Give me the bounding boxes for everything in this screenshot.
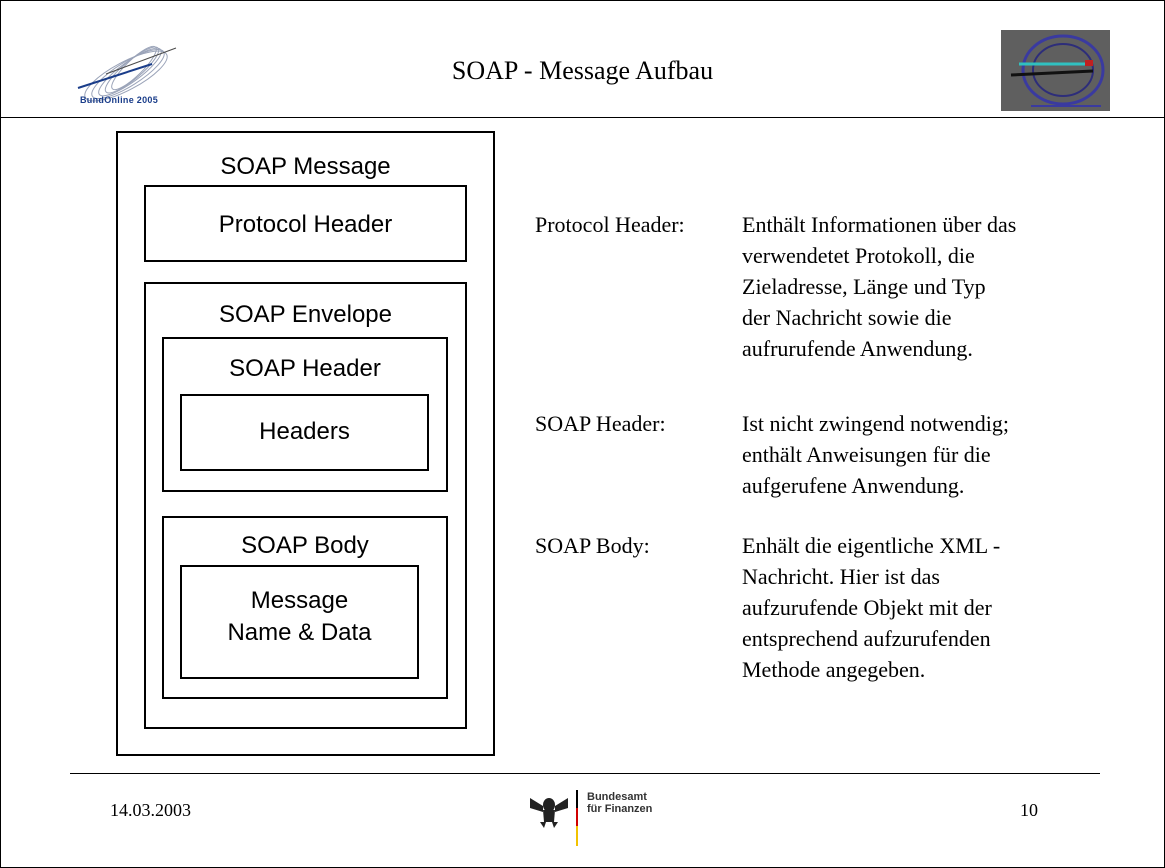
protocol-header-box: Protocol Header [144, 185, 467, 262]
desc-line: der Nachricht sowie die [742, 305, 952, 330]
protocol-header-label: Protocol Header [218, 211, 393, 238]
desc-line: Ist nicht zwingend notwendig; [742, 411, 1010, 436]
message-data-box: Message Name & Data [180, 565, 419, 679]
header-divider [0, 117, 1165, 118]
bundonline-logo [77, 45, 177, 102]
desc-line: aufgerufene Anwendung. [742, 473, 965, 498]
desc-line: aufzurufende Objekt mit der [742, 595, 992, 620]
desc-line: Zieladresse, Länge und Typ [742, 274, 986, 299]
headers-box: Headers [180, 394, 429, 471]
message-data-label-line2: Name & Data [227, 619, 372, 646]
desc-protocol-header: Enthält Informationen über das verwendet… [742, 209, 1016, 364]
desc-term-soap-body: SOAP Body: [535, 533, 650, 558]
bundesamt-logo-text: Bundesamt für Finanzen [587, 791, 652, 815]
desc-line: verwendetet Protokoll, die [742, 243, 975, 268]
org-line1: Bundesamt [587, 791, 647, 803]
desc-soap-header: Ist nicht zwingend notwendig; enthält An… [742, 408, 1009, 501]
footer-divider [70, 773, 1100, 774]
soap-envelope-label: SOAP Envelope [218, 301, 392, 328]
desc-term-protocol-header: Protocol Header: [535, 212, 685, 237]
desc-line: Enhält die eigentliche XML - [742, 533, 1001, 558]
desc-soap-body: Enhält die eigentliche XML - Nachricht. … [742, 530, 1000, 685]
desc-line: Methode angegeben. [742, 657, 926, 682]
page-number: 10 [1020, 800, 1038, 820]
desc-term-soap-header: SOAP Header: [535, 411, 666, 436]
bundesamt-logo [530, 790, 578, 846]
desc-line: Nachricht. Hier ist das [742, 564, 940, 589]
org-line2: für Finanzen [587, 803, 653, 815]
desc-line: aufrurufende Anwendung. [742, 336, 973, 361]
headers-label: Headers [259, 418, 350, 445]
desc-line: Enthält Informationen über das [742, 212, 1017, 237]
message-data-label-line1: Message [250, 587, 349, 614]
desc-line: entsprechend aufzurufenden [742, 626, 991, 651]
desc-line: enthält Anweisungen für die [742, 442, 991, 467]
soap-header-label: SOAP Header [229, 355, 381, 382]
soap-body-label: SOAP Body [241, 532, 369, 559]
soap-message-label: SOAP Message [220, 153, 391, 180]
right-logo-image [1001, 30, 1110, 111]
bundonline-logo-text: BundOnline 2005 [80, 95, 159, 105]
slide-title: SOAP - Message Aufbau [451, 56, 714, 85]
footer-date: 14.03.2003 [110, 800, 191, 820]
